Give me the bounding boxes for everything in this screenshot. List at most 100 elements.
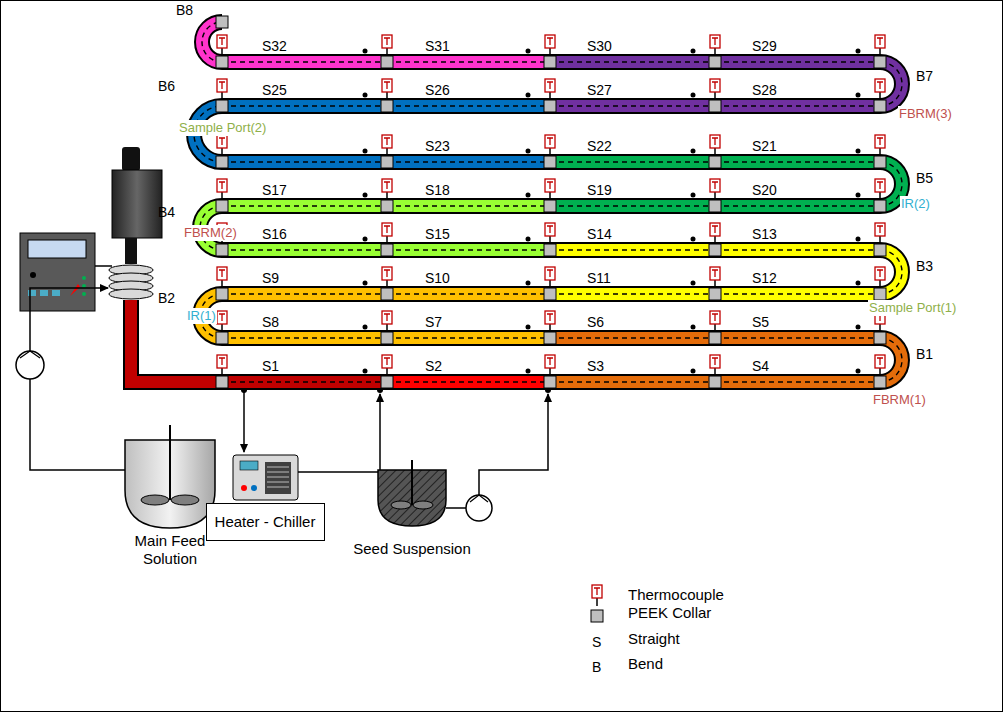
thermocouple-mark [877,182,883,189]
thermocouple-mark [712,138,718,145]
sensor-dot [363,281,368,286]
tube-centre [715,205,880,206]
tube-outline [222,374,387,390]
sensor-dot [526,149,531,154]
tube-centre [387,205,550,206]
part-label: S7 [425,314,442,330]
tube-centre [222,381,387,382]
thermocouple-mark [219,138,225,145]
peek-collar [216,288,228,300]
thermocouple-mark [712,358,718,365]
thermocouple-symbol [875,35,885,48]
tube-centre [550,105,715,106]
thermocouple-mark [712,82,718,89]
thermocouple-mark [877,358,883,365]
peek-collar [544,376,556,388]
thermocouple-mark [877,270,883,277]
tube-centre [387,293,550,294]
tube-centre [715,161,880,162]
seed-tank [378,387,551,526]
thermocouple-mark [547,182,553,189]
sensor-dot [856,369,861,374]
tube-section [222,376,387,388]
thermocouple-mark [219,358,225,365]
tube-section [387,244,550,256]
thermocouple-stem [549,368,551,376]
tube-centre [550,61,715,62]
thermocouple-symbol [217,79,227,92]
thermocouple-stem [221,92,223,100]
sensor-dot [363,325,368,330]
sensor-dot [856,49,861,54]
part-label: S23 [425,138,450,154]
tube-centre [550,249,715,250]
tube-outline [387,154,550,170]
tube-outline [715,154,880,170]
thermocouple-mark [384,314,390,321]
tube-section [715,100,880,112]
node-text: Seed Suspension [337,540,487,558]
tube-section [222,244,387,256]
thermocouple-symbol [217,135,227,148]
instrument-label: FBRM(3) [898,106,953,122]
part-label: B8 [176,2,193,18]
thermocouple-symbol [545,79,555,92]
part-label: S9 [262,270,279,286]
part-label: B7 [916,68,933,84]
thermocouple-mark [384,182,390,189]
thermocouple-symbol [545,267,555,280]
tube-outline [715,198,880,214]
thermocouple-symbol [875,267,885,280]
thermocouple-stem [714,48,716,56]
tube-section [387,288,550,300]
part-label: S [592,634,601,650]
part-label: S19 [587,182,612,198]
thermocouple-mark [712,182,718,189]
thermocouple-mark [384,38,390,45]
thermocouple-symbol [710,311,720,324]
peek-collar [381,56,393,68]
peek-collar [216,56,228,68]
tube-outline [387,374,550,390]
tube-centre [550,161,715,162]
part-label: S11 [587,270,611,286]
tube-section [550,376,715,388]
thermocouple-stem [879,48,881,56]
tube-outline [222,98,387,114]
thermocouple-stem [386,368,388,376]
thermocouple-mark [547,138,553,145]
thermocouple-symbol [217,179,227,192]
peek-collar [216,200,228,212]
tube-section [715,56,880,68]
part-label: B5 [916,170,933,186]
thermocouple-mark [219,38,225,45]
thermocouple-mark [547,226,553,233]
tube-section [222,200,387,212]
tube-section [387,100,550,112]
tube-section [222,288,387,300]
tube-centre [222,205,387,206]
part-label: B6 [158,78,175,94]
sensor-dot [856,93,861,98]
legend-text: PEEK Collar [628,604,711,621]
thermocouple-mark [712,270,718,277]
thermocouple-stem [879,192,881,200]
sensor-dot [363,149,368,154]
thermocouple-symbol [382,355,392,368]
thermocouple-stem [714,148,716,156]
thermocouple-stem [549,92,551,100]
thermocouple-stem [221,280,223,288]
thermocouple-stem [879,324,881,332]
peek-collar [591,610,603,622]
thermocouple-symbol [545,35,555,48]
part-label: S18 [425,182,450,198]
part-label: B [592,659,601,675]
sensor-dot [691,49,696,54]
thermocouple-symbol [710,79,720,92]
sensor-dot [691,193,696,198]
thermocouple-mark [384,270,390,277]
thermocouple-symbol [875,355,885,368]
thermocouple-stem [549,236,551,244]
tube-section [550,100,715,112]
